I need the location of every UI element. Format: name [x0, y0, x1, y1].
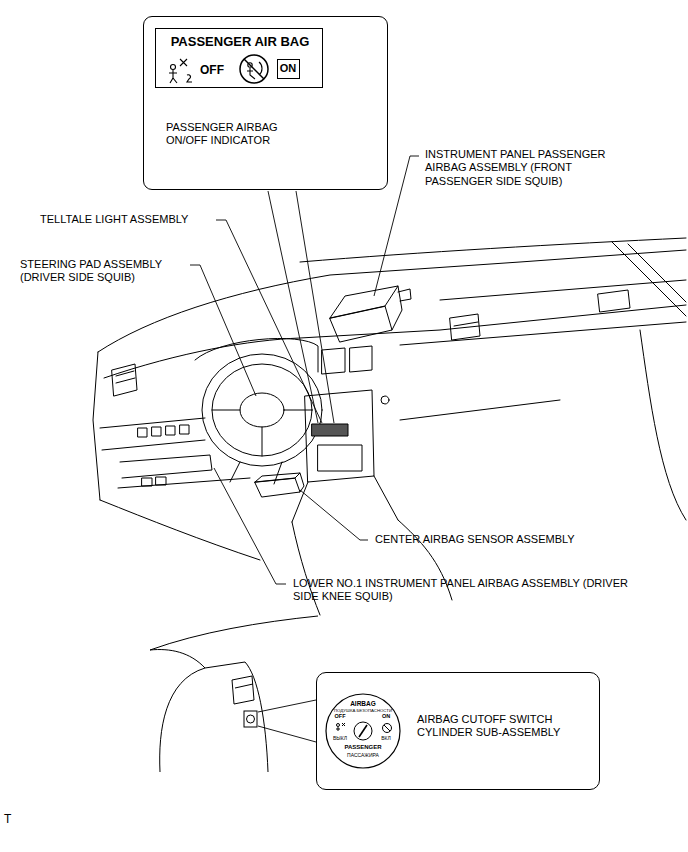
- node-title: PASSENGER AIR BAG: [171, 34, 310, 50]
- icon-part: [240, 55, 268, 83]
- on-box: ON: [277, 59, 300, 79]
- icon-part: [326, 694, 400, 768]
- line-art: [244, 711, 257, 727]
- node-title: PASSENGER AIRBAG ON/OFF INDICATOR: [166, 121, 316, 148]
- node-text: ВКЛ: [381, 735, 391, 741]
- part-label: INSTRUMENT PANEL PASSENGER AIRBAG ASSEMB…: [425, 148, 630, 188]
- icon-part: [171, 65, 176, 70]
- icon-part: [337, 724, 340, 727]
- figure-code: T: [4, 812, 11, 827]
- part-label: STEERING PAD ASSEMBLY (DRIVER SIDE SQUIB…: [20, 258, 198, 285]
- node-text: PASSENGER: [344, 744, 381, 751]
- node-text: OFF: [200, 63, 224, 78]
- line-art: [212, 364, 312, 456]
- icon-part: [336, 723, 345, 731]
- line-art: [152, 427, 161, 436]
- icon-part: [169, 70, 177, 83]
- node-title: AIRBAG CUTOFF SWITCH CYLINDER SUB-ASSEMB…: [417, 713, 593, 740]
- icon-part: [384, 725, 390, 731]
- line-art: [640, 330, 686, 520]
- line-art: [100, 418, 205, 450]
- line-art: [104, 305, 686, 378]
- line-art: [450, 314, 480, 340]
- line-art: [330, 286, 402, 342]
- icon-part: [383, 724, 392, 733]
- part-label: TELLTALE LIGHT ASSEMBLY: [40, 213, 188, 226]
- line-art: [400, 322, 686, 420]
- line-art: [150, 650, 205, 668]
- line-art: [214, 468, 286, 584]
- line-art: [440, 280, 686, 300]
- line-art: [268, 191, 334, 423]
- icon-part: [244, 59, 264, 79]
- leader-lines: [190, 156, 419, 584]
- line-art: [142, 478, 152, 486]
- line-art: [212, 410, 312, 456]
- line-art: [150, 616, 318, 650]
- indicator-icons: [169, 55, 268, 83]
- line-art: [180, 425, 189, 434]
- line-art: [112, 364, 137, 396]
- part-label: CENTER AIRBAG SENSOR ASSEMBLY: [375, 533, 575, 546]
- dash-end-detail: [150, 616, 318, 772]
- line-art: [216, 220, 322, 423]
- switch-dial-shape: [326, 694, 400, 768]
- cutoff-switch-dial: AIRBAGПОДУШКА БЕЗОПАСНОСТИOFF ON ВЫКЛ ВКЛPA…: [325, 693, 401, 769]
- icon-part: [187, 75, 192, 82]
- node-text: ПОДУШКА БЕЗОПАСНОСТИ: [334, 708, 392, 713]
- line-art: [398, 289, 411, 301]
- line-art: [305, 390, 374, 482]
- node-title: AIRBAG: [350, 700, 376, 708]
- icon-part: [354, 722, 372, 740]
- node-text: ПАССАЖИРА: [347, 752, 379, 758]
- indicator-callout: PASSENGER AIRBAG ON/OFF INDICATOR PASSENG…: [143, 16, 388, 190]
- line-art: [612, 242, 686, 316]
- line-art: [322, 346, 372, 374]
- line-art: [318, 445, 362, 471]
- indicator-panel: PASSENGER AIR BAG OFF ON: [155, 28, 323, 88]
- node-text: ON: [382, 713, 390, 720]
- node-text: OFF: [335, 713, 346, 720]
- line-art: [312, 424, 348, 436]
- node-title: ON: [280, 62, 297, 75]
- line-art: [118, 455, 250, 488]
- line-art: [232, 676, 254, 704]
- part-label: LOWER NO.1 INSTRUMENT PANEL AIRBAG ASSEM…: [293, 577, 633, 604]
- line-art: [202, 354, 322, 466]
- line-art: [240, 393, 284, 427]
- node-text: ВЫКЛ: [333, 735, 347, 741]
- line-art: [93, 352, 100, 500]
- line-art: [381, 396, 389, 404]
- icon-part: [180, 59, 187, 66]
- line-art: [195, 338, 318, 372]
- line-art: [156, 477, 166, 485]
- line-art: [160, 662, 268, 772]
- line-art: [255, 473, 304, 497]
- icon-part: [359, 725, 367, 737]
- line-art: [258, 700, 316, 742]
- line-art: [166, 426, 175, 435]
- line-art: [247, 715, 255, 723]
- line-art: [98, 250, 686, 352]
- dashboard-line-art: [93, 238, 686, 615]
- line-art: [300, 490, 368, 540]
- line-art: [190, 265, 256, 396]
- line-art: [138, 428, 147, 437]
- line-art: [598, 290, 630, 312]
- switch-callout: AIRBAG CUTOFF SWITCH CYLINDER SUB-ASSEMB…: [316, 672, 600, 790]
